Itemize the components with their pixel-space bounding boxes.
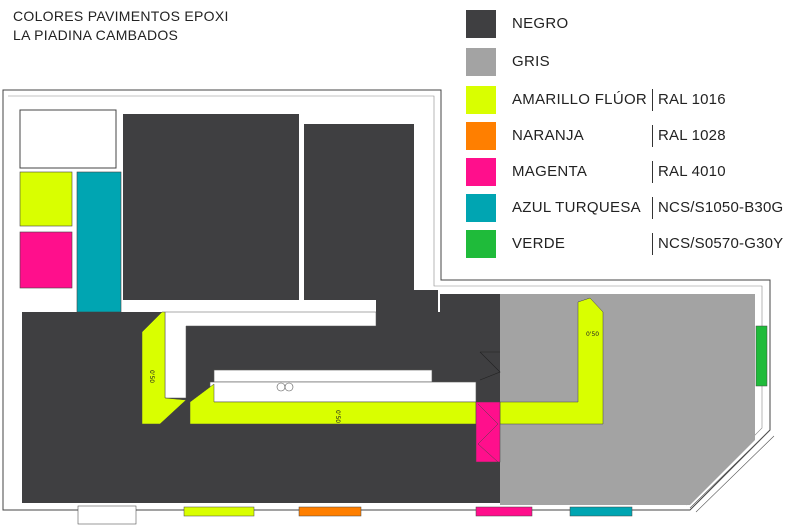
- legend-swatch: [466, 10, 496, 38]
- counter: [213, 369, 433, 383]
- facade-window: [77, 505, 137, 525]
- legend-code: RAL 1016: [652, 89, 726, 111]
- legend-swatch: [466, 158, 496, 186]
- legend-item-gris: GRIS: [466, 48, 796, 76]
- diagram-title: COLORES PAVIMENTOS EPOXI LA PIADINA CAMB…: [13, 7, 229, 45]
- legend-item-azul-turquesa: AZUL TURQUESA NCS/S1050-B30G: [466, 194, 796, 222]
- legend-swatch: [466, 194, 496, 222]
- yellow-stripe-right: [499, 297, 604, 425]
- dimension-label-center: 0'50: [334, 410, 341, 423]
- legend-item-negro: NEGRO: [466, 10, 796, 38]
- facade-magenta: [475, 506, 533, 517]
- yellow-stripe-left: [141, 311, 187, 425]
- legend-swatch: [466, 122, 496, 150]
- small-room-magenta: [19, 231, 73, 289]
- small-room-yellow: [19, 171, 73, 227]
- magenta-floor: [475, 401, 501, 463]
- dimension-label-left: 0'50: [148, 370, 155, 383]
- legend-code: NCS/S0570-G30Y: [652, 233, 783, 255]
- legend-name: NEGRO: [512, 15, 569, 32]
- gray-floor: [500, 294, 755, 505]
- legend-code: RAL 4010: [652, 161, 726, 183]
- legend-item-verde: VERDE NCS/S0570-G30Y: [466, 230, 796, 258]
- legend-item-naranja: NARANJA RAL 1028: [466, 122, 796, 150]
- legend-name: VERDE: [512, 235, 566, 252]
- sink-icon: [276, 382, 286, 392]
- door-marks: [479, 351, 501, 381]
- dark-block-upper-right: [304, 124, 414, 300]
- facade-yellow: [183, 506, 255, 517]
- legend-code: NCS/S1050-B30G: [652, 197, 783, 219]
- legend-name: NARANJA: [512, 127, 585, 144]
- legend-item-magenta: MAGENTA RAL 4010: [466, 158, 796, 186]
- dark-block-upper-left: [123, 114, 299, 300]
- legend-name: AZUL TURQUESA: [512, 199, 641, 216]
- corner-window: [689, 429, 775, 513]
- facade-turquoise: [569, 506, 633, 517]
- title-line-2: LA PIADINA CAMBADOS: [13, 27, 179, 43]
- sink-icon: [284, 382, 294, 392]
- legend-name: AMARILLO FLÚOR: [512, 91, 648, 108]
- white-room: [19, 109, 117, 169]
- legend-swatch: [466, 48, 496, 76]
- legend-swatch: [466, 86, 496, 114]
- dimension-label-right: 0'50: [586, 331, 599, 338]
- legend-swatch: [466, 230, 496, 258]
- legend-item-amarillo: AMARILLO FLÚOR RAL 1016: [466, 86, 796, 114]
- corridor-turquoise: [76, 171, 122, 313]
- green-strip: [755, 325, 768, 387]
- dark-floor-kitchen: [440, 294, 500, 384]
- legend-name: GRIS: [512, 53, 550, 70]
- facade-orange: [298, 506, 362, 517]
- legend-code: RAL 1028: [652, 125, 726, 147]
- counter-lower: [209, 381, 477, 403]
- title-line-1: COLORES PAVIMENTOS EPOXI: [13, 8, 229, 24]
- legend-name: MAGENTA: [512, 163, 588, 180]
- magenta-door-marks: [477, 403, 499, 463]
